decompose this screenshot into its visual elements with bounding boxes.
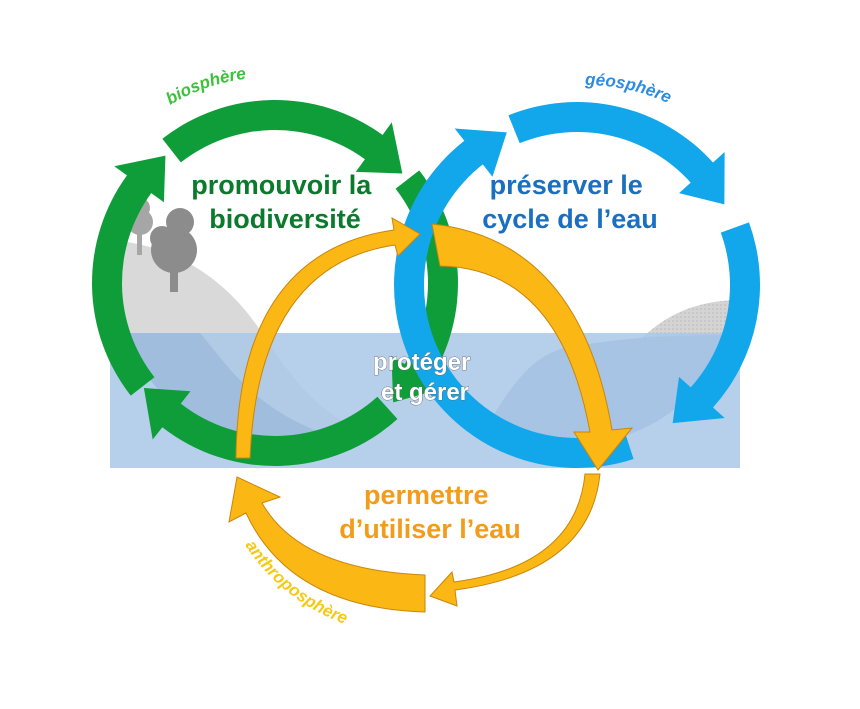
label-biosphere: biosphère (163, 64, 247, 109)
geosphere-arrow-left (394, 128, 634, 468)
goal-water-use: permettre d’utiliser l’eau (339, 480, 521, 544)
tree-icon (150, 208, 197, 292)
arrow-thin-bottom (429, 473, 601, 607)
goal-water-cycle: préserver le cycle de l’eau (482, 170, 658, 234)
arrow-thick-bottom (228, 476, 426, 613)
biosphere-arrow-top (162, 99, 403, 174)
goal-biodiversity: promouvoir la biodiversité (191, 170, 379, 234)
biosphere-arrow-left (92, 155, 166, 396)
arrow-thin-inner (235, 217, 421, 459)
biosphere-arrow-bottom (143, 388, 398, 467)
geosphere-arrow-right (672, 222, 760, 424)
anthroposphere-arrows (228, 217, 634, 613)
geosphere-arrow-top (508, 102, 725, 205)
arrow-thick-inner (431, 223, 634, 471)
label-geosphere: géosphère (584, 70, 675, 107)
goal-protect-manage: protéger et gérer (373, 349, 477, 406)
